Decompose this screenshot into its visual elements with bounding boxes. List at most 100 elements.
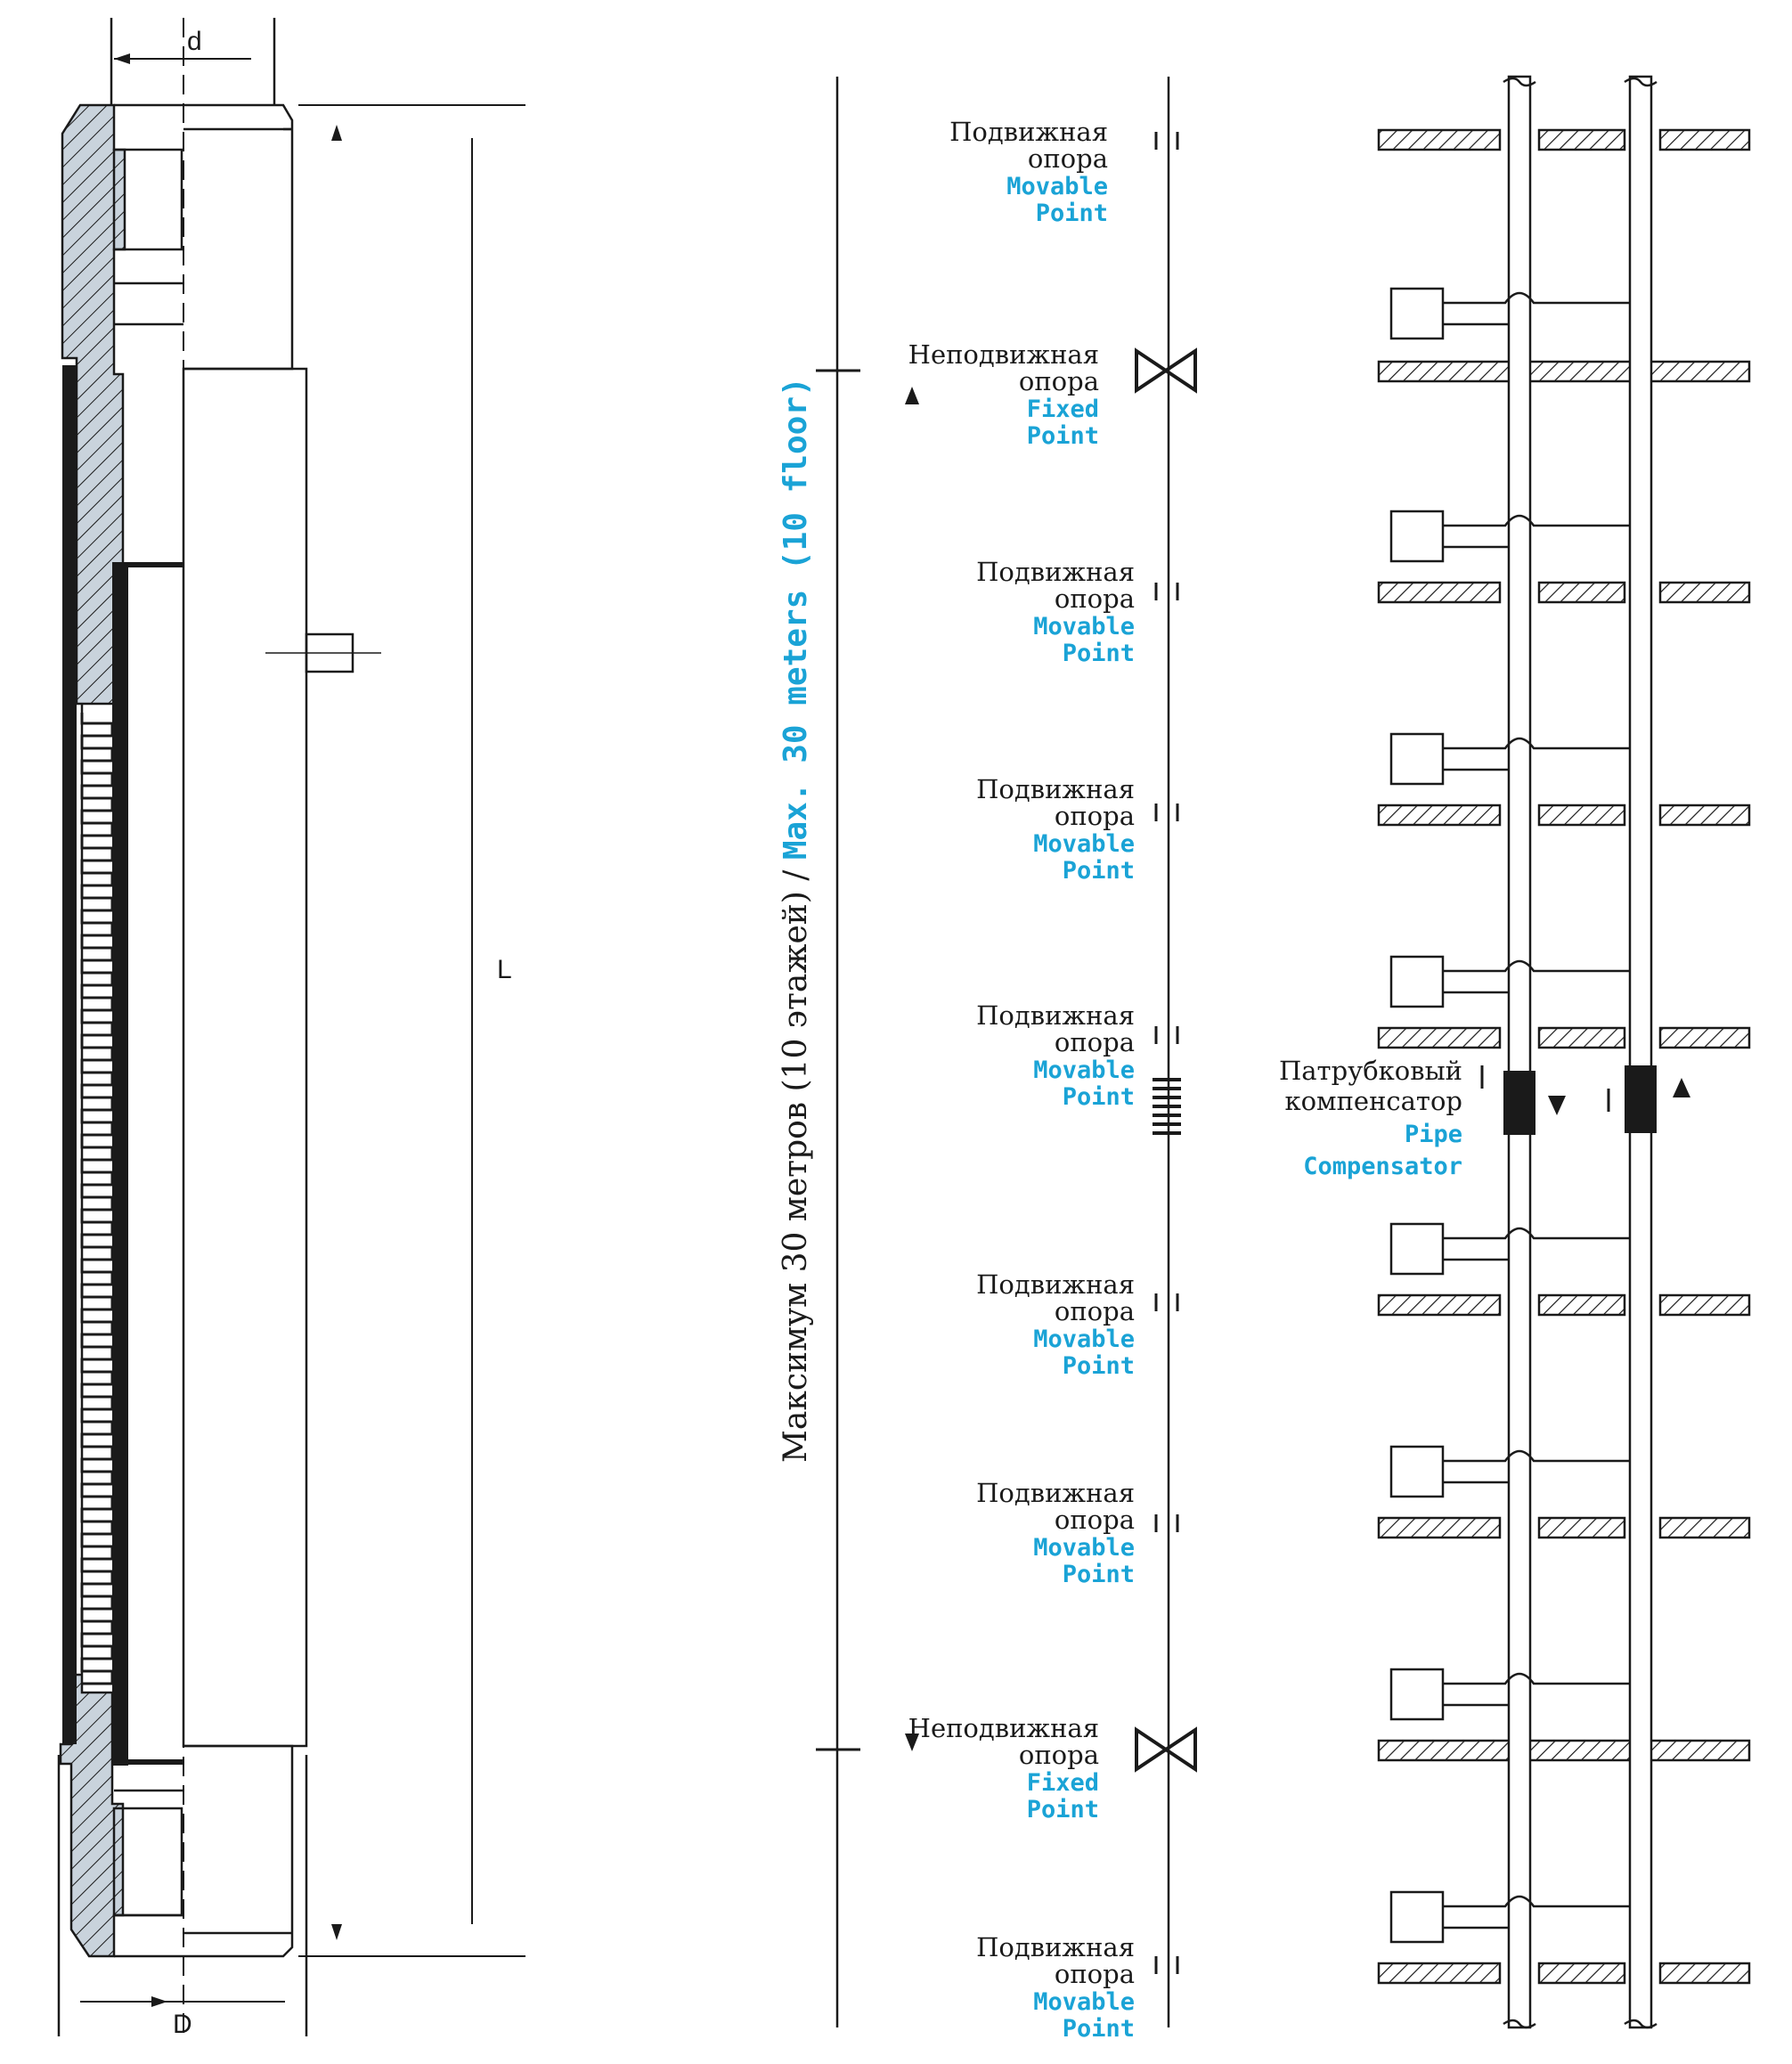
support-label-en: Movable [1033, 613, 1135, 640]
support-label-ru: Подвижная [976, 1932, 1135, 1962]
support-label-ru: опора [1019, 1740, 1099, 1770]
fixed-support-bowtie-1 [1135, 347, 1197, 394]
support-scheme [816, 77, 1197, 2027]
support-label-en: Point [1036, 200, 1108, 227]
main-tube [182, 367, 308, 1748]
support-label-ru: Подвижная [976, 1000, 1135, 1031]
floor-slab-2 [1377, 360, 1751, 383]
riser-pipe-1 [1507, 75, 1532, 2029]
movable-marker-2 [1154, 583, 1179, 600]
support-label-ru: опора [1055, 1959, 1135, 1989]
support-label-en: Point [1063, 640, 1135, 667]
bellows [80, 713, 114, 1685]
radiator-branch-3 [1389, 732, 1630, 786]
compensator-label-en: Pipe [1405, 1121, 1462, 1148]
support-label-en: Point [1063, 1352, 1135, 1380]
compensator-symbol [1153, 1078, 1181, 1135]
movable-marker-5 [1154, 1293, 1179, 1311]
compensator-arrow-up [1673, 1078, 1690, 1097]
movable-marker-4 [1154, 1026, 1179, 1044]
support-label-en: Point [1063, 1083, 1135, 1111]
compensator-arrow-down [1548, 1096, 1566, 1115]
support-label-ru: Подвижная [976, 774, 1135, 804]
riser-break-bottom [1503, 2019, 1658, 2029]
movable-marker-1 [1154, 132, 1179, 150]
support-label-en: Fixed [1027, 396, 1099, 423]
span-arrow-bottom [905, 1734, 919, 1751]
support-label-ru: опора [1055, 1505, 1135, 1535]
radiator-branch-4 [1389, 955, 1630, 1008]
floor-slab-3 [1377, 581, 1751, 604]
pipe-compensator-block-1 [1503, 1071, 1535, 1135]
movable-marker-3 [1154, 804, 1179, 821]
span-arrow-top [905, 387, 919, 404]
radiator-branch-7 [1389, 1668, 1630, 1721]
floor-slab-6 [1377, 1293, 1751, 1317]
radiator-branch-2 [1389, 510, 1630, 563]
support-label-ru: опора [1055, 1027, 1135, 1057]
outer-sleeve [62, 365, 77, 1744]
upper-nipple-outline [114, 103, 294, 371]
fixed-support-bowtie-2 [1135, 1726, 1197, 1773]
support-label-ru: опора [1028, 143, 1108, 174]
floor-slab-9 [1377, 1962, 1751, 1985]
support-label-ru: Неподвижная [908, 339, 1099, 370]
support-label-ru: Подвижная [976, 1478, 1135, 1508]
support-label-en: Movable [1033, 1988, 1135, 2016]
compensator-label-en: Compensator [1303, 1153, 1462, 1180]
floor-slab-8 [1377, 1739, 1751, 1762]
movable-marker-6 [1154, 1514, 1179, 1532]
support-label-ru: Подвижная [976, 557, 1135, 587]
support-label-en: Movable [1033, 1326, 1135, 1353]
dim-l-arrow-top [331, 125, 342, 141]
support-label-ru: опора [1055, 801, 1135, 831]
support-label-en: Point [1027, 1796, 1099, 1823]
support-label-ru: опора [1019, 366, 1099, 396]
span-label-en: Max. 30 meters (10 floor) [778, 377, 814, 860]
floor-slab-1 [1377, 128, 1751, 151]
span-label: Максимум 30 метров (10 этажей) / Max. 30… [778, 377, 814, 1463]
support-label-ru: опора [1055, 1296, 1135, 1326]
riser-pipe-2 [1628, 75, 1653, 2029]
support-label-en: Movable [1033, 830, 1135, 858]
support-label-en: Fixed [1027, 1769, 1099, 1797]
support-label-en: Movable [1006, 173, 1108, 200]
support-label-ru: опора [1055, 583, 1135, 614]
support-label-ru: Неподвижная [908, 1713, 1099, 1743]
svg-text:Максимум 30 метров (10 этажей): Максимум 30 метров (10 этажей) / Max. 30… [778, 377, 814, 1463]
riser-scheme [1377, 75, 1751, 2029]
compensator-label-ru: компенсатор [1284, 1086, 1462, 1116]
dim-d-arrow [114, 53, 130, 64]
radiator-branch-5 [1389, 1222, 1630, 1276]
support-label-en: Point [1027, 422, 1099, 450]
floor-slab-7 [1377, 1516, 1751, 1539]
floor-slab-5 [1377, 1026, 1751, 1049]
support-label-en: Point [1063, 1561, 1135, 1588]
support-label-en: Movable [1033, 1534, 1135, 1562]
span-label-sep: / [778, 860, 814, 891]
floor-slab-4 [1377, 804, 1751, 827]
top-thread-insert [112, 148, 183, 251]
dim-d-label: d [187, 27, 202, 56]
dim-D-label: D [173, 2010, 192, 2039]
dim-l-label: L [497, 955, 512, 984]
riser-break-top [1503, 77, 1658, 87]
movable-marker-7 [1154, 1956, 1179, 1974]
support-label-en: Point [1063, 857, 1135, 885]
support-label-en: Movable [1033, 1056, 1135, 1084]
compensator-label-ru: Патрубковый [1279, 1056, 1462, 1086]
radiator-branch-8 [1389, 1890, 1630, 1944]
pipe-compensator-label: Патрубковый компенсатор Pipe Compensator [1279, 1056, 1462, 1180]
inner-sleeve [112, 563, 128, 1766]
bottom-thread-insert [112, 1807, 183, 1917]
